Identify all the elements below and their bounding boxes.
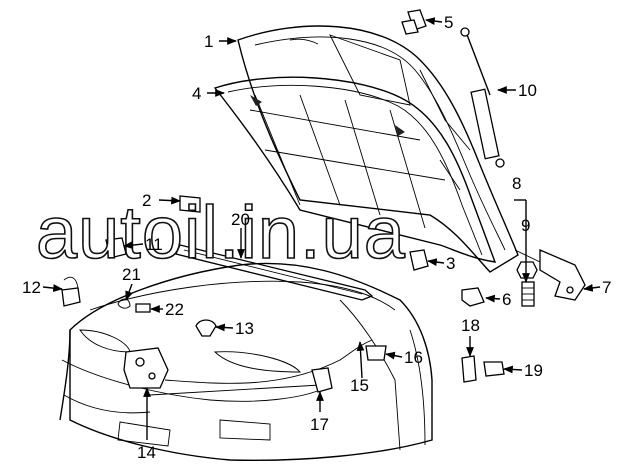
callout-18: 18 <box>461 316 480 335</box>
callout-1: 1 <box>204 32 213 51</box>
clip-19 <box>483 361 505 377</box>
callout-2: 2 <box>142 191 151 210</box>
retainer-13 <box>195 319 217 337</box>
callout-11: 11 <box>145 235 163 254</box>
callout-15: 15 <box>350 376 369 395</box>
callout-9: 9 <box>521 216 530 235</box>
callout-21: 21 <box>122 265 141 284</box>
cable-guide-17 <box>311 367 333 393</box>
clip-3 <box>409 249 429 271</box>
callout-16: 16 <box>404 348 423 367</box>
callout-6: 6 <box>502 290 511 309</box>
watermark-text: autoil.in.ua <box>36 191 406 274</box>
callout-12: 12 <box>22 278 41 297</box>
strut-bracket <box>401 9 427 35</box>
callout-19: 19 <box>524 361 543 380</box>
hood-inner-panel <box>213 76 497 263</box>
bump-stop-12 <box>61 276 81 307</box>
release-cable-15 <box>164 339 373 384</box>
wire-clip-21 <box>117 298 131 309</box>
clip-6 <box>461 287 485 307</box>
support-bar-2 <box>179 195 201 213</box>
callout-20: 20 <box>231 210 250 229</box>
callout-labels: 1 2 3 4 5 6 7 8 9 10 11 12 13 14 15 16 1… <box>22 13 611 462</box>
hinge-bolt <box>521 281 535 307</box>
vehicle-front-body <box>59 262 433 462</box>
callout-3: 3 <box>446 254 455 273</box>
prop-rod-holder-18 <box>461 355 477 383</box>
callout-7: 7 <box>602 278 611 297</box>
callout-8: 8 <box>512 174 521 193</box>
hood-latch-14 <box>123 347 169 389</box>
callout-10: 10 <box>518 81 537 100</box>
callout-5: 5 <box>444 13 453 32</box>
callout-13: 13 <box>235 319 254 338</box>
callout-22: 22 <box>165 300 184 319</box>
hood-outer-panel <box>237 25 519 273</box>
callout-14: 14 <box>137 443 156 462</box>
hood-seal-strip <box>175 244 374 301</box>
clip-11 <box>105 237 127 259</box>
clip-22 <box>135 303 151 313</box>
callout-4: 4 <box>192 84 201 103</box>
hood-hinge <box>514 249 586 301</box>
leader-lines <box>42 17 601 440</box>
hinge-nut <box>516 261 538 279</box>
grommet-16 <box>365 345 387 361</box>
hood-support-strut <box>460 27 505 168</box>
callout-17: 17 <box>310 415 329 434</box>
